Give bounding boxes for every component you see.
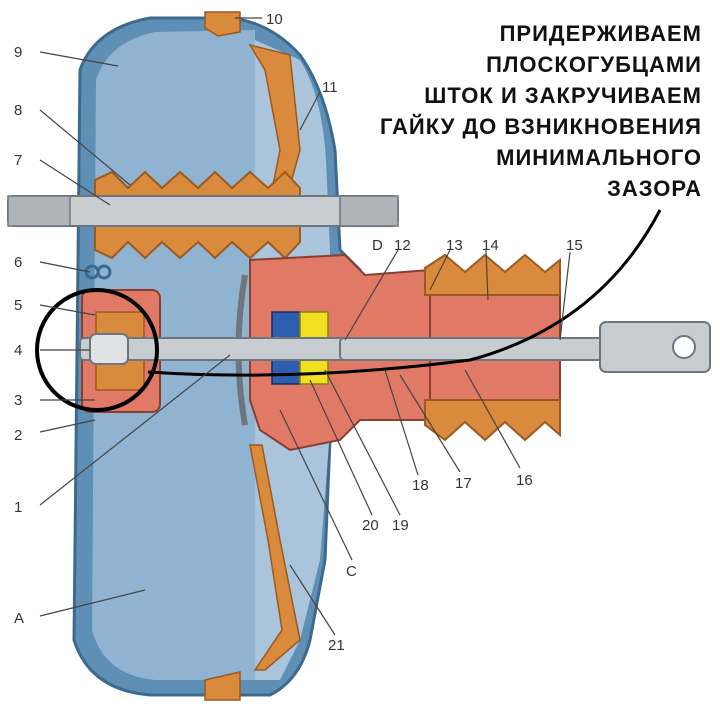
- clamp-top: [204, 11, 241, 37]
- label-4: 4: [14, 342, 22, 359]
- rod-thread-left: [7, 195, 71, 227]
- label-11: 11: [322, 79, 338, 96]
- label-12: 12: [394, 237, 411, 254]
- rod-thread-right: [339, 195, 399, 227]
- instruction-callout: ПРИДЕРЖИВАЕМ ПЛОСКОГУБЦАМИ ШТОК И ЗАКРУЧ…: [282, 18, 702, 204]
- bellows-rear: [424, 253, 561, 296]
- clevis-hole: [672, 335, 696, 359]
- label-16: 16: [516, 472, 533, 489]
- callout-line-4: ГАЙКУ ДО ВЗНИКНОВЕНИЯ: [379, 114, 702, 139]
- clamp-bottom: [204, 671, 241, 701]
- label-8: 8: [14, 102, 22, 119]
- label-1: 1: [14, 499, 22, 516]
- highlight-circle: [35, 288, 159, 412]
- label-A: A: [14, 610, 24, 627]
- label-D: D: [372, 237, 383, 254]
- label-17: 17: [455, 475, 472, 492]
- leader-lines: [39, 17, 571, 636]
- label-19: 19: [392, 517, 409, 534]
- callout-line-6: ЗАЗОРА: [607, 176, 702, 201]
- label-6: 6: [14, 254, 22, 271]
- label-2: 2: [14, 427, 22, 444]
- label-10: 10: [266, 11, 283, 28]
- label-5: 5: [14, 297, 22, 314]
- label-15: 15: [566, 237, 583, 254]
- pedal-pushrod: [339, 337, 611, 361]
- callout-line-3: ШТОК И ЗАКРУЧИВАЕМ: [424, 83, 702, 108]
- label-7: 7: [14, 152, 22, 169]
- callout-line-5: МИНИМАЛЬНОГО: [496, 145, 702, 170]
- callout-line-1: ПРИДЕРЖИВАЕМ: [499, 21, 702, 46]
- callout-pointer: [147, 209, 662, 377]
- label-21: 21: [328, 637, 345, 654]
- label-20: 20: [362, 517, 379, 534]
- oring-b: [96, 264, 112, 280]
- label-9: 9: [14, 44, 22, 61]
- label-18: 18: [412, 477, 429, 494]
- callout-line-2: ПЛОСКОГУБЦАМИ: [486, 52, 702, 77]
- label-14: 14: [482, 237, 499, 254]
- label-C: C: [346, 563, 357, 580]
- adjuster-nut: [89, 333, 129, 365]
- pedal-clevis: [599, 321, 711, 373]
- label-3: 3: [14, 392, 22, 409]
- label-13: 13: [446, 237, 463, 254]
- diaphragm-bottom: [249, 444, 301, 671]
